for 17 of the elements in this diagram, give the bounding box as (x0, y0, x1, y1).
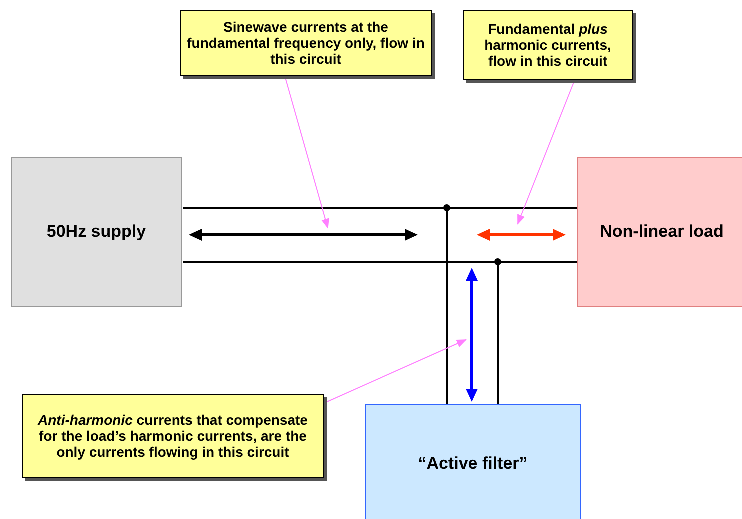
box-label: Non-linear load (600, 222, 724, 242)
filter-box (365, 404, 581, 519)
leader-line (324, 340, 467, 404)
callout-text: Fundamental plus harmonic currents, flow in this circuit (484, 20, 612, 70)
wire (444, 204, 450, 404)
load-box (577, 157, 742, 307)
wire (183, 207, 577, 209)
callout-box (22, 394, 324, 478)
callout-text: Sinewave currents at the fundamental frequency only, flow in this circuit (187, 18, 425, 68)
box-label: 50Hz supply (46, 222, 146, 242)
callout-text: Anti-harmonic currents that compensate for the load’s harmonic currents, are the only currents flowing in this circuit (36, 412, 309, 460)
wire (494, 258, 502, 404)
wire (183, 261, 577, 263)
box-label: “Active filter” (418, 454, 528, 474)
callout-box (180, 10, 432, 76)
supply-box (11, 157, 182, 307)
callout-box (463, 10, 633, 80)
